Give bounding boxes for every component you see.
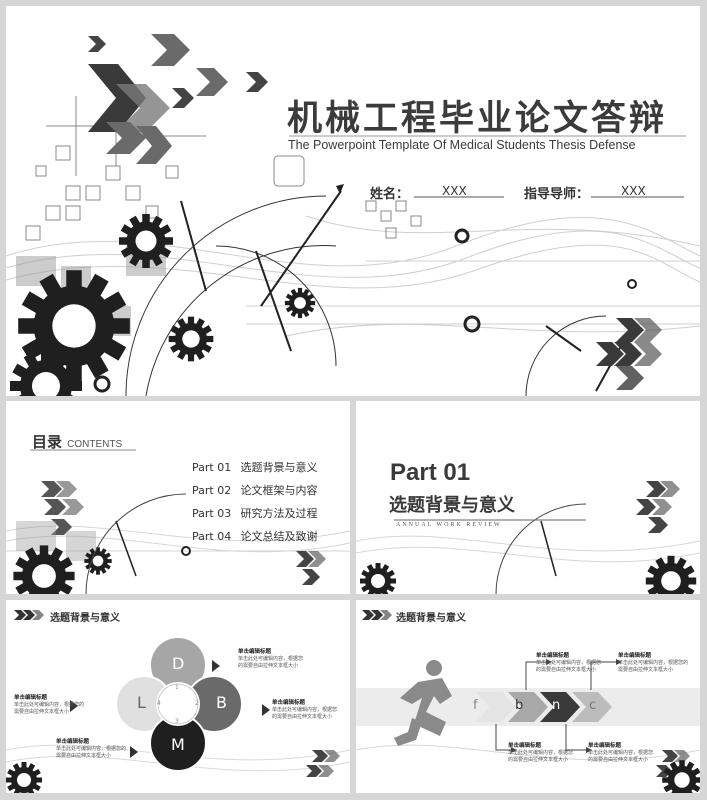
petal-num-3: 3: [175, 718, 179, 725]
block-body: 单击此处可编辑内容，根据您的需要自由拉伸文本框大小: [588, 750, 654, 763]
toc-item-part: Part 04: [192, 530, 232, 543]
dlbm-header: 选题背景与意义: [50, 613, 120, 624]
block-title: 单击编辑标题: [536, 653, 570, 659]
page-subtitle: The Powerpoint Template Of Medical Stude…: [288, 138, 636, 152]
block-title: 单击编辑标题: [272, 700, 306, 706]
arrow-letter-c: c: [589, 698, 597, 713]
toc-heading: 目录 CONTENTS: [32, 431, 122, 452]
block-title: 单击编辑标题: [14, 695, 48, 701]
block-title: 单击编辑标题: [56, 739, 90, 745]
petal-num-4: 4: [157, 700, 161, 707]
toc-item-label: 研究方法及过程: [240, 507, 318, 520]
block-body: 单击此处可编辑内容，根据您的需要自由拉伸文本框大小: [56, 746, 127, 759]
name-label: 姓名：: [370, 187, 410, 202]
toc-item-part: Part 02: [192, 484, 232, 497]
dlbm-block-4[interactable]: 单击编辑标题 单击此处可编辑内容，根据您的需要自由拉伸文本框大小: [56, 739, 128, 760]
runner-block-4[interactable]: 单击编辑标题 单击此处可编辑内容，根据您的需要自由拉伸文本框大小: [588, 743, 656, 764]
section-title: 选题背景与意义: [389, 495, 515, 516]
petal-num-2: 2: [195, 700, 199, 707]
toc-item-label: 论文总结及致谢: [240, 530, 318, 543]
runner-block-1[interactable]: 单击编辑标题 单击此处可编辑内容，根据您的需要自由拉伸文本框大小: [536, 653, 604, 674]
section-tagline: ANNUAL WORK REVIEW: [396, 522, 502, 528]
advisor-label: 指导导师：: [524, 187, 590, 202]
page-title: 机械工程毕业论文答辩: [287, 99, 668, 139]
block-body: 单击此处可编辑内容，根据您的需要自由拉伸文本框大小: [238, 656, 304, 669]
runner-icon: [394, 660, 452, 746]
petal-num-1: 1: [175, 684, 179, 691]
title-slide-decoration: [6, 34, 700, 396]
petal-l-letter: L: [137, 693, 146, 712]
toc-title: 目录: [32, 433, 63, 451]
block-title: 单击编辑标题: [618, 653, 652, 659]
block-body: 单击此处可编辑内容，根据您的需要自由拉伸文本框大小: [536, 660, 602, 673]
advisor-value[interactable]: XXX: [621, 184, 646, 198]
block-body: 单击此处可编辑内容，根据您的需要自由拉伸文本框大小: [508, 750, 574, 763]
dlbm-slide[interactable]: 选题背景与意义 D L B M 1 2 3 4 单击编辑标题 单击此处可编辑内容…: [6, 600, 350, 793]
toc-item-part: Part 01: [192, 461, 232, 474]
block-title: 单击编辑标题: [508, 743, 542, 749]
toc-slide[interactable]: 目录 CONTENTS Part 01 选题背景与意义 Part 02 论文框架…: [6, 401, 350, 594]
toc-slide-decoration: [6, 449, 350, 594]
dlbm-block-2[interactable]: 单击编辑标题 单击此处可编辑内容，根据您的需要自由拉伸文本框大小: [14, 695, 84, 716]
petal-m-letter: M: [171, 735, 185, 754]
runner-slide-decoration: [356, 610, 700, 793]
block-body: 单击此处可编辑内容，根据您的需要自由拉伸文本框大小: [618, 660, 689, 673]
dlbm-block-3[interactable]: 单击编辑标题 单击此处可编辑内容，根据您的需要自由拉伸文本框大小: [272, 700, 338, 721]
toc-title-en: CONTENTS: [67, 439, 123, 450]
arrow-letter-b: b: [515, 698, 524, 713]
petal-d-letter: D: [172, 654, 185, 673]
toc-item-3[interactable]: Part 03 研究方法及过程: [192, 505, 318, 528]
section-part: Part 01: [390, 459, 471, 486]
toc-item-part: Part 03: [192, 507, 232, 520]
arrow-letter-f: f: [473, 698, 478, 713]
toc-item-2[interactable]: Part 02 论文框架与内容: [192, 482, 318, 505]
block-body: 单击此处可编辑内容，根据您的需要自由拉伸文本框大小: [14, 702, 85, 715]
title-slide[interactable]: 机械工程毕业论文答辩 The Powerpoint Template Of Me…: [6, 6, 700, 396]
dlbm-slide-decoration: [6, 610, 350, 793]
petal-b-letter: B: [216, 693, 227, 712]
section-slide-decoration: [356, 481, 700, 594]
toc-item-label: 论文框架与内容: [240, 484, 318, 497]
toc-item-1[interactable]: Part 01 选题背景与意义: [192, 459, 318, 482]
block-title: 单击编辑标题: [238, 649, 272, 655]
section-slide[interactable]: Part 01 选题背景与意义 ANNUAL WORK REVIEW: [356, 401, 700, 594]
runner-slide[interactable]: 选题背景与意义 f b n c 单击编辑标题 单击此处可编辑内容，根据您的需要自…: [356, 600, 700, 793]
arrow-letter-n: n: [552, 698, 561, 713]
toc-list: Part 01 选题背景与意义 Part 02 论文框架与内容 Part 03 …: [192, 459, 318, 551]
runner-header: 选题背景与意义: [396, 613, 466, 624]
runner-block-2[interactable]: 单击编辑标题 单击此处可编辑内容，根据您的需要自由拉伸文本框大小: [618, 653, 688, 674]
dlbm-block-1[interactable]: 单击编辑标题 单击此处可编辑内容，根据您的需要自由拉伸文本框大小: [238, 649, 304, 670]
toc-item-4[interactable]: Part 04 论文总结及致谢: [192, 528, 318, 551]
block-body: 单击此处可编辑内容，根据您的需要自由拉伸文本框大小: [272, 707, 338, 720]
block-title: 单击编辑标题: [588, 743, 622, 749]
name-value[interactable]: XXX: [442, 184, 467, 198]
runner-block-3[interactable]: 单击编辑标题 单击此处可编辑内容，根据您的需要自由拉伸文本框大小: [508, 743, 576, 764]
toc-item-label: 选题背景与意义: [240, 461, 318, 474]
